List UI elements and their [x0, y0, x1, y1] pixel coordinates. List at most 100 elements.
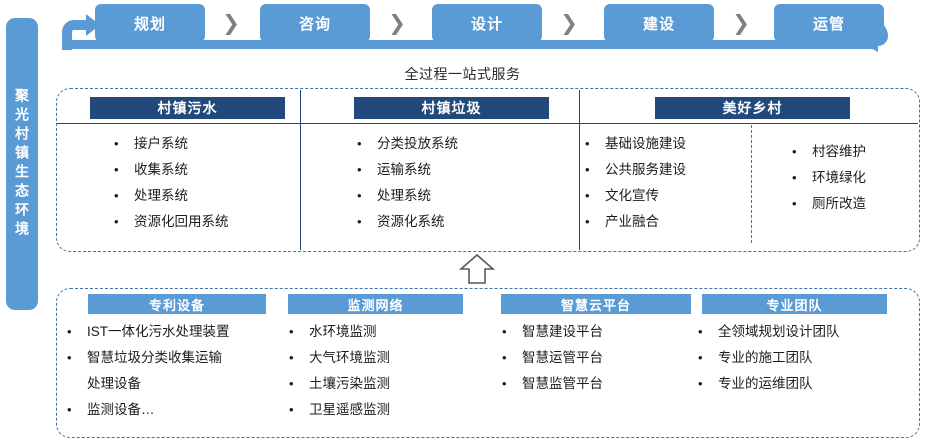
flow-chevron-1-icon: ❯ [220, 11, 242, 35]
capability-list-zhuanyetuandui: • 全领域规划设计团队 • 专业的施工团队 • 专业的运维团队 [698, 319, 840, 397]
flow-step-1[interactable]: 规划 [95, 4, 205, 42]
list-item: • 文化宣传 [585, 183, 686, 209]
flow-step-3-label: 设计 [470, 15, 503, 33]
flow-step-1-label: 规划 [133, 15, 166, 33]
list-item: • 智慧运管平台 [502, 345, 603, 371]
process-flow: 规划 ❯ 咨询 ❯ 设计 ❯ 建设 ❯ 运管 [48, 0, 925, 58]
list-item: • 村容维护 [792, 139, 866, 165]
column-separator-2 [579, 90, 580, 250]
list-item-label: 公共服务建设 [605, 162, 686, 177]
list-item-label: 运输系统 [377, 162, 431, 177]
list-item-label: 分类投放系统 [377, 136, 458, 151]
service-list-meihaoxiangcun: • 基础设施建设 • 公共服务建设 • 文化宣传 • 产业融合 [585, 131, 686, 235]
bullet-icon: • [67, 402, 72, 417]
bullet-icon: • [502, 324, 507, 339]
capability-header-jiancewangluo: 监测网络 [288, 294, 463, 314]
bullet-icon: • [114, 136, 119, 151]
list-item: • 运输系统 [357, 157, 458, 183]
bullet-icon: • [357, 162, 362, 177]
flow-track-bar [66, 40, 874, 49]
bullet-icon: • [585, 214, 590, 229]
capability-header-zhihuiyunpingtai: 智慧云平台 [501, 294, 691, 314]
list-item-label: 处理设备 [87, 376, 141, 391]
list-item: • 卫星遥感监测 [289, 397, 390, 423]
list-item-label: 土壤污染监测 [309, 376, 390, 391]
service-header-cunzhenwushui: 村镇污水 [90, 97, 285, 119]
capability-header-label: 监测网络 [347, 297, 404, 313]
service-header-label: 村镇垃圾 [421, 100, 482, 116]
list-item-label: 智慧建设平台 [522, 324, 603, 339]
list-item-label: 厕所改造 [812, 196, 866, 211]
list-item-label: 文化宣传 [605, 188, 659, 203]
service-list-meihaoxiangcun-extra: • 村容维护 • 环境绿化 • 厕所改造 [792, 139, 866, 217]
chevron-glyph: ❯ [222, 11, 240, 35]
list-item: • 资源化回用系统 [114, 209, 229, 235]
bullet-icon: • [357, 188, 362, 203]
bullet-icon: • [585, 188, 590, 203]
brand-sidebar-label: 聚光村镇生态环境 [14, 88, 30, 240]
list-item: • 监测设备… [67, 397, 230, 423]
list-item-label: 监测设备… [87, 402, 155, 417]
list-item: • 土壤污染监测 [289, 371, 390, 397]
column-separator-1 [300, 90, 301, 250]
flow-step-5[interactable]: 运管 [774, 4, 884, 42]
list-item: • IST一体化污水处理装置 [67, 319, 230, 345]
list-item: • 环境绿化 [792, 165, 866, 191]
capability-header-label: 智慧云平台 [560, 297, 631, 313]
list-item: • 接户系统 [114, 131, 229, 157]
bullet-icon: • [502, 376, 507, 391]
list-item-label: 资源化系统 [377, 214, 445, 229]
capability-header-zhuanyetuandui: 专业团队 [702, 294, 887, 314]
bullet-icon: • [289, 324, 294, 339]
bullet-icon: • [698, 350, 703, 365]
list-item: • 公共服务建设 [585, 157, 686, 183]
bullet-icon: • [114, 214, 119, 229]
service-list-cunzhenlaji: • 分类投放系统 • 运输系统 • 处理系统 • 资源化系统 [357, 131, 458, 235]
bullet-icon: • [357, 214, 362, 229]
flow-step-3[interactable]: 设计 [432, 4, 542, 42]
flow-step-2-label: 咨询 [298, 15, 331, 33]
list-item-label: 处理系统 [377, 188, 431, 203]
bullet-icon: • [698, 376, 703, 391]
bullet-icon: • [698, 324, 703, 339]
list-item: • 收集系统 [114, 157, 229, 183]
list-item-label: 环境绿化 [812, 170, 866, 185]
service-header-label: 美好乡村 [722, 100, 783, 116]
up-arrow-icon [458, 253, 496, 284]
list-item: • 分类投放系统 [357, 131, 458, 157]
service-header-label: 村镇污水 [157, 100, 218, 116]
header-underline-2 [300, 123, 579, 124]
list-item-label: 专业的施工团队 [718, 350, 813, 365]
list-item: • 全领域规划设计团队 [698, 319, 840, 345]
chevron-glyph: ❯ [388, 11, 406, 35]
list-item: • 专业的施工团队 [698, 345, 840, 371]
service-header-cunzhenlaji: 村镇垃圾 [354, 97, 549, 119]
bullet-icon: • [585, 136, 590, 151]
list-item: • 产业融合 [585, 209, 686, 235]
list-item-label: 智慧监管平台 [522, 376, 603, 391]
capability-header-label: 专业团队 [766, 297, 823, 313]
brand-sidebar: 聚光村镇生态环境 [6, 18, 38, 310]
list-item: • 专业的运维团队 [698, 371, 840, 397]
service-list-cunzhenwushui: • 接户系统 • 收集系统 • 处理系统 • 资源化回用系统 [114, 131, 229, 235]
bullet-icon: • [585, 162, 590, 177]
list-item: • 资源化系统 [357, 209, 458, 235]
bullet-icon: • [114, 162, 119, 177]
flow-step-2[interactable]: 咨询 [260, 4, 370, 42]
flow-step-4-label: 建设 [642, 15, 675, 33]
list-item-label: 智慧垃圾分类收集运输 [87, 350, 222, 365]
flow-step-4[interactable]: 建设 [604, 4, 714, 42]
chevron-glyph: ❯ [560, 11, 578, 35]
capability-header-zhuanlishebei: 专利设备 [88, 294, 266, 314]
capability-list-zhihuiyunpingtai: • 智慧建设平台 • 智慧运管平台 • 智慧监管平台 [502, 319, 603, 397]
flow-chevron-4-icon: ❯ [730, 11, 752, 35]
list-item: • 处理系统 [114, 183, 229, 209]
flow-loop-left-arrow-icon [56, 14, 102, 50]
service-panel: 村镇污水 村镇垃圾 美好乡村 • 接户系统 • 收集系统 • 处理系统 • 资 [56, 88, 920, 252]
flow-step-5-label: 运管 [812, 15, 845, 33]
bullet-icon: • [67, 324, 72, 339]
header-underline-1 [57, 123, 300, 124]
list-item-label: 接户系统 [134, 136, 188, 151]
list-item-label: IST一体化污水处理装置 [87, 324, 230, 339]
